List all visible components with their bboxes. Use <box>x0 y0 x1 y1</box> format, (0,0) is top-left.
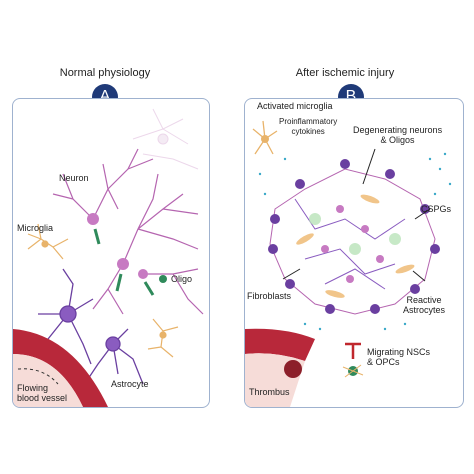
cspgs-label: CSPGs <box>421 204 452 214</box>
panel-a-illustration <box>13 108 204 407</box>
degenerating-oligos <box>309 213 401 255</box>
neuron-soma <box>138 269 148 279</box>
panel-b-illustration <box>245 120 452 407</box>
blood-vessel-wall <box>13 329 108 407</box>
blood-vessel-label: Flowing blood vessel <box>17 383 68 403</box>
fibroblast-cells <box>296 194 415 298</box>
reactive-astrocytes-label: Reactive Astrocytes <box>403 295 446 315</box>
panel-b-title: After ischemic injury <box>295 67 395 79</box>
oligo-cell <box>159 275 167 283</box>
scar-network <box>269 168 436 315</box>
degenerating-neurons <box>321 205 384 283</box>
inhibition-symbol <box>345 342 361 359</box>
cytokines-label: Proinflammatory cytokines <box>279 117 338 136</box>
neuron-label: Neuron <box>59 173 89 183</box>
oligo-label: Oligo <box>171 274 193 284</box>
annotation-arrows <box>282 148 431 282</box>
astrocyte-cell <box>32 268 144 385</box>
thrombus-vessel <box>245 328 315 361</box>
panel-a: Neuron Microglia Oligo Astrocyte Flowing… <box>12 98 210 408</box>
microglia-label: Microglia <box>17 223 54 233</box>
neuron-soma <box>87 213 99 225</box>
panel-b: Activated microglia Proinflammatory cyto… <box>244 98 464 408</box>
panel-a-title: Normal physiology <box>59 67 151 79</box>
activated-microglia-label: Activated microglia <box>257 101 333 111</box>
myelin-segments <box>93 228 155 296</box>
astrocyte-label: Astrocyte <box>111 379 149 389</box>
neuron-dendrites <box>52 148 204 315</box>
fibroblasts-label: Fibroblasts <box>247 291 292 301</box>
thrombus-clot <box>284 360 302 378</box>
degenerating-label: Degenerating neurons & Oligos <box>353 125 443 145</box>
migrating-label: Migrating NSCs & OPCs <box>367 347 431 367</box>
cspg-dots <box>258 152 452 331</box>
microglia-cell <box>27 223 179 358</box>
reactive-astrocytes <box>268 159 440 314</box>
thrombus-label: Thrombus <box>249 387 290 397</box>
neuron-soma <box>117 258 129 270</box>
blood-vessel-lumen <box>13 354 83 407</box>
